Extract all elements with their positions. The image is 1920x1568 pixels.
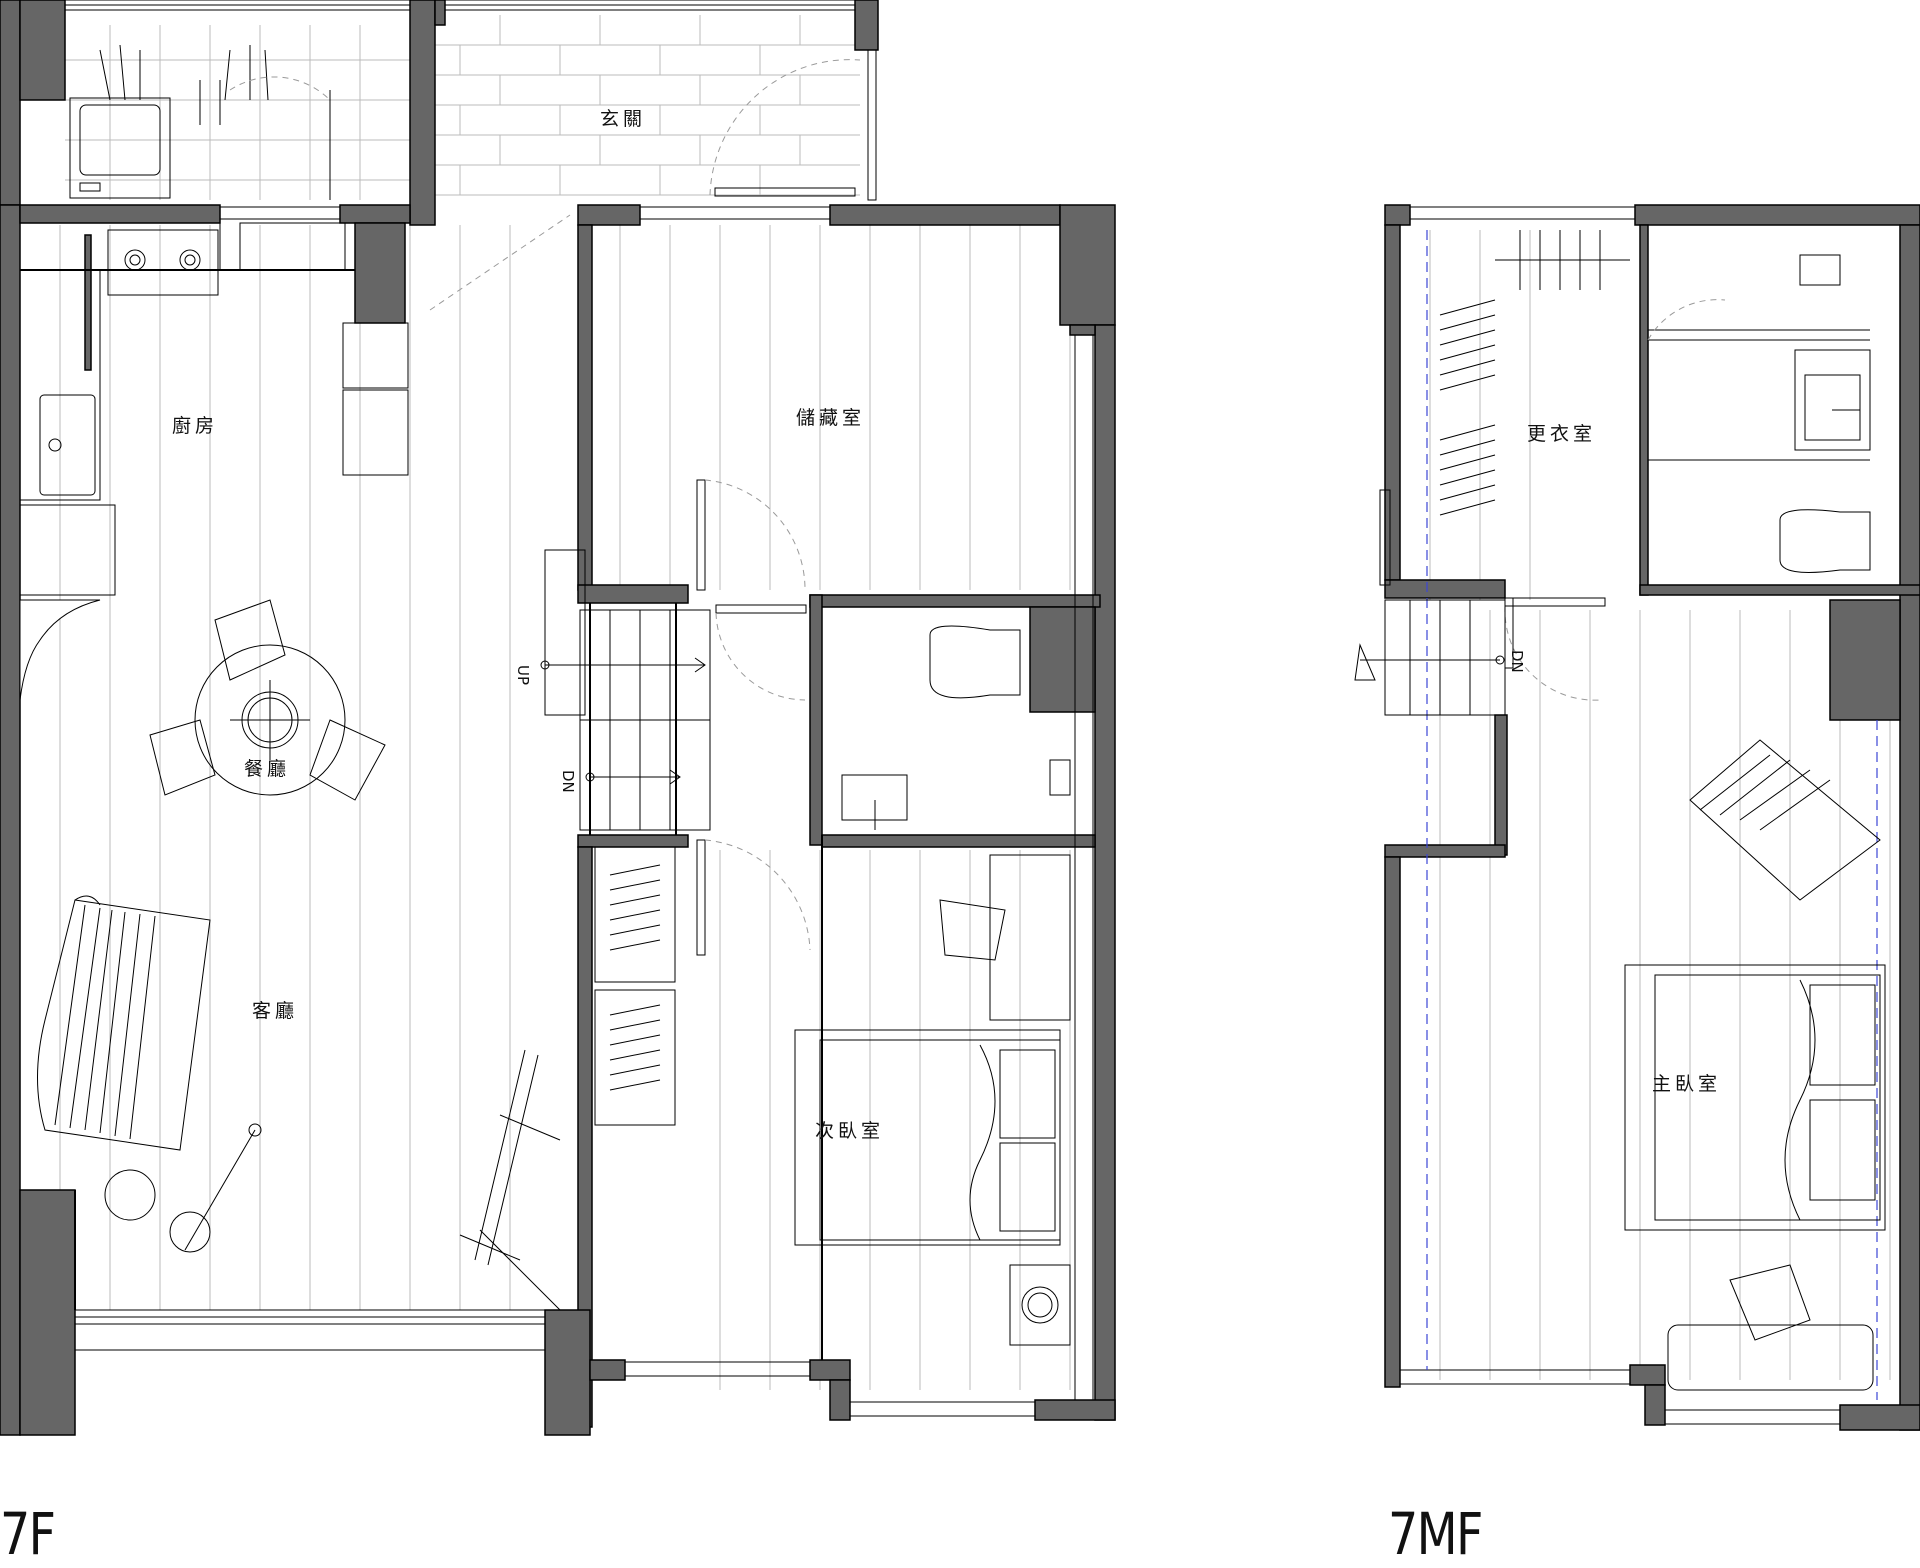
room-label-living: 客廳 <box>252 1000 298 1022</box>
kitchen-counter <box>19 222 409 701</box>
room-label-storage: 儲藏室 <box>796 407 865 429</box>
stairs-7mf <box>1354 597 1606 716</box>
walls-7mf <box>1384 204 1920 1431</box>
windows-7mf <box>1379 206 1841 1425</box>
guide-lines-7mf <box>1426 230 1878 1400</box>
floor-label-7mf: 7MF <box>1388 1500 1483 1568</box>
master-bathroom <box>1647 254 1871 573</box>
master-bedroom-furniture <box>1624 739 1886 1391</box>
second-bedroom-furniture <box>594 839 1071 1346</box>
laundry-tiles <box>65 25 410 200</box>
closet-rails <box>1439 230 1630 516</box>
plan-7mf <box>1354 204 1920 1431</box>
stairs-7f <box>540 549 711 831</box>
storage-door <box>696 479 807 701</box>
laundry-equipment <box>69 44 331 200</box>
floor-label-7f: 7F <box>0 1500 56 1568</box>
room-label-dining: 餐廳 <box>244 758 290 780</box>
stair-label-down-7f: DN <box>559 770 577 793</box>
room-label-kitchen: 廚房 <box>172 414 218 437</box>
plan-7f <box>0 0 1116 1436</box>
stair-label-down-7mf: DN <box>1508 650 1526 673</box>
entrance-door <box>429 59 861 311</box>
entrance-tiles <box>430 15 860 196</box>
sofa <box>37 895 211 1151</box>
walls-7f <box>0 0 1116 1436</box>
room-label-walk-in-closet: 更衣室 <box>1527 423 1596 445</box>
stair-label-up-7f: UP <box>514 665 532 685</box>
bathroom-7f <box>841 625 1071 830</box>
room-label-master-bedroom: 主臥室 <box>1652 1073 1721 1095</box>
interior-lines-7f <box>20 269 823 1360</box>
dining-set <box>149 599 386 801</box>
windows-7f <box>64 0 1094 1417</box>
floor-planks-7f <box>59 225 1071 1390</box>
room-label-second-bedroom: 次臥室 <box>815 1120 884 1142</box>
living-accessories <box>104 1049 561 1311</box>
room-label-entrance: 玄關 <box>600 108 646 130</box>
